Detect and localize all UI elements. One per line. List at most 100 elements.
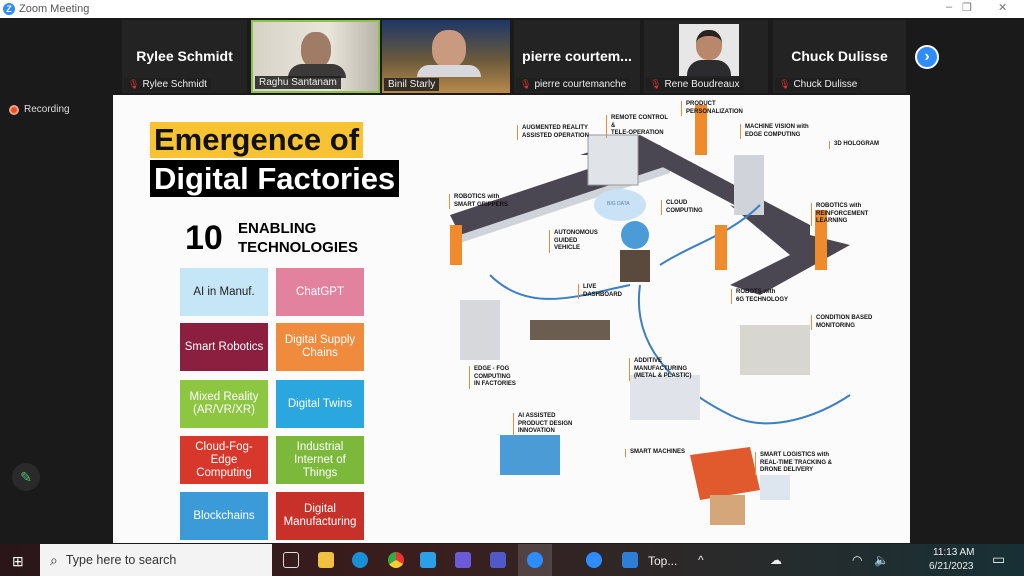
diagram-label: ADDITIVE MANUFACTURING (METAL & PLASTIC) <box>629 358 691 381</box>
next-participants-button[interactable]: › <box>915 45 939 69</box>
diagram-label: AI ASSISTED PRODUCT DESIGN INNOVATION <box>513 413 572 436</box>
zoom-logo-icon: Z <box>3 3 15 15</box>
participant-name-large: Chuck Dulisse <box>791 48 888 64</box>
search-placeholder: Type here to search <box>65 553 177 567</box>
tech-count: 10 <box>185 219 223 257</box>
participant-label: 🎙pierre courtemanche <box>516 78 631 91</box>
recording-label: Recording <box>24 104 70 115</box>
task-view-icon[interactable] <box>283 552 299 568</box>
volume-icon[interactable]: 🔈 <box>874 553 889 567</box>
participant-tile[interactable]: Binil Starly <box>382 20 510 93</box>
dashboard-desk <box>530 320 610 340</box>
participant-tile[interactable]: Rylee Schmidt 🎙Rylee Schmidt <box>122 20 247 93</box>
diagram-label: REMOTE CONTROL & TELE-OPERATION <box>606 115 668 138</box>
notifications-icon[interactable]: ▭ <box>992 551 1006 567</box>
participant-label: 🎙Chuck Dulisse <box>775 78 862 91</box>
wifi-icon[interactable]: ◠ <box>852 553 863 567</box>
clock-time[interactable]: 11:13 AM <box>933 547 975 558</box>
copilot-icon[interactable] <box>455 552 471 568</box>
windows-taskbar: ⊞ ⌕ Type here to search Top... ^ ☁ ◠ 🔈 1… <box>0 544 1024 576</box>
diagram-label: CLOUD COMPUTING <box>661 200 703 215</box>
network-cable <box>489 204 851 425</box>
participant-name-large: Rylee Schmidt <box>136 48 233 64</box>
muted-mic-icon: 🎙 <box>650 79 662 90</box>
diagram-label: ROBOTS with 6G TECHNOLOGY <box>731 289 788 304</box>
diagram-label: MACHINE VISION with EDGE COMPUTING <box>740 124 809 139</box>
taskbar-search[interactable]: ⌕ Type here to search <box>40 544 272 576</box>
tech-tile: Digital Manufacturing <box>276 492 364 540</box>
windows-start-icon[interactable]: ⊞ <box>12 553 24 569</box>
participant-name: Raghu Santanam <box>259 77 337 88</box>
clock-date[interactable]: 6/21/2023 <box>929 561 974 572</box>
zoom-icon <box>527 552 543 568</box>
diagram-label: AUTONOMOUS GUIDED VEHICLE <box>549 230 598 253</box>
participant-label: 🎙Rene Boudreaux <box>646 78 744 91</box>
minimize-button[interactable]: – <box>946 1 953 13</box>
participant-video <box>679 24 739 76</box>
zoom-taskbar-button[interactable] <box>518 544 552 576</box>
participant-tile[interactable]: 🎙Rene Boudreaux <box>644 20 768 93</box>
diagram-label: SMART LOGISTICS with REAL-TIME TRACKING … <box>755 452 832 475</box>
participant-name-large: pierre courtem... <box>522 48 632 64</box>
help-icon[interactable] <box>586 552 602 568</box>
participant-video-body <box>417 65 481 77</box>
participant-video-body <box>288 64 346 78</box>
app-icon[interactable] <box>622 552 638 568</box>
file-explorer-icon[interactable] <box>318 552 334 568</box>
muted-mic-icon: 🎙 <box>779 79 791 90</box>
chrome-icon[interactable] <box>388 552 404 568</box>
tech-tile: ChatGPT <box>276 268 364 316</box>
onedrive-icon[interactable]: ☁ <box>770 553 782 567</box>
tech-tile: Blockchains <box>180 492 268 540</box>
tech-tile: Cloud-Fog-Edge Computing <box>180 436 268 484</box>
close-button[interactable]: ✕ <box>998 2 1008 14</box>
delivery-truck <box>690 447 760 500</box>
participant-label: 🎙Rylee Schmidt <box>124 78 211 91</box>
mural-icon[interactable] <box>420 552 436 568</box>
robot-arm-icons <box>450 105 827 270</box>
annotate-pencil-button[interactable]: ✎ <box>12 463 40 491</box>
diagram-label: EDGE - FOG COMPUTING IN FACTORIES <box>469 366 516 389</box>
tech-tile: Digital Twins <box>276 380 364 428</box>
participant-label: Binil Starly <box>384 78 440 91</box>
tech-tile: Industrial Internet of Things <box>276 436 364 484</box>
window-title: Zoom Meeting <box>19 3 90 15</box>
tech-tile: Digital Supply Chains <box>276 323 364 371</box>
participant-video <box>432 30 466 68</box>
monitoring-machine <box>740 325 810 375</box>
design-tablet <box>500 435 560 475</box>
3d-printer <box>630 375 700 420</box>
pallet-boxes <box>710 495 745 525</box>
diagram-label: LIVE DASHBOARD <box>578 284 622 299</box>
recording-icon <box>9 104 19 115</box>
recording-indicator: Recording <box>9 104 70 115</box>
search-icon: ⌕ <box>50 551 58 568</box>
teams-icon[interactable] <box>490 552 506 568</box>
diagram-label: SMART MACHINES <box>625 449 685 457</box>
diagram-label: 3D HOLOGRAM <box>829 141 879 149</box>
diagram-label: ROBOTICS with REINFORCEMENT LEARNING <box>811 203 868 226</box>
tech-tile: Mixed Reality (AR/VR/XR) <box>180 380 268 428</box>
cloud-text: BIG DATA <box>607 201 630 207</box>
participant-name: Chuck Dulisse <box>793 79 858 90</box>
factory-illustration <box>450 105 851 525</box>
participant-tile-active[interactable]: Raghu Santanam <box>251 20 380 93</box>
participant-tile[interactable]: pierre courtem... 🎙pierre courtemanche <box>514 20 640 93</box>
tech-tile: Smart Robotics <box>180 323 268 371</box>
shared-slide: Emergence of Digital Factories 10 ENABLI… <box>113 95 910 543</box>
diagram-label: CONDITION BASED MONITORING <box>811 315 872 330</box>
app-label[interactable]: Top... <box>648 554 678 568</box>
muted-mic-icon: 🎙 <box>128 79 140 90</box>
restore-button[interactable]: ❐ <box>962 2 972 14</box>
participant-tile[interactable]: Chuck Dulisse 🎙Chuck Dulisse <box>773 20 906 93</box>
diagram-label: ROBOTICS with SMART GRIPPERS <box>449 194 508 209</box>
tech-subtitle: ENABLING TECHNOLOGIES <box>238 220 359 256</box>
show-hidden-icons[interactable]: ^ <box>698 553 704 567</box>
slide-title-line2: Digital Factories <box>150 160 400 197</box>
participant-name: Rylee Schmidt <box>142 79 207 90</box>
edge-icon[interactable] <box>352 552 368 568</box>
participant-label: Raghu Santanam <box>255 76 341 89</box>
participant-name: Binil Starly <box>388 79 436 90</box>
participant-name: Rene Boudreaux <box>664 79 740 90</box>
server-racks <box>460 300 500 360</box>
